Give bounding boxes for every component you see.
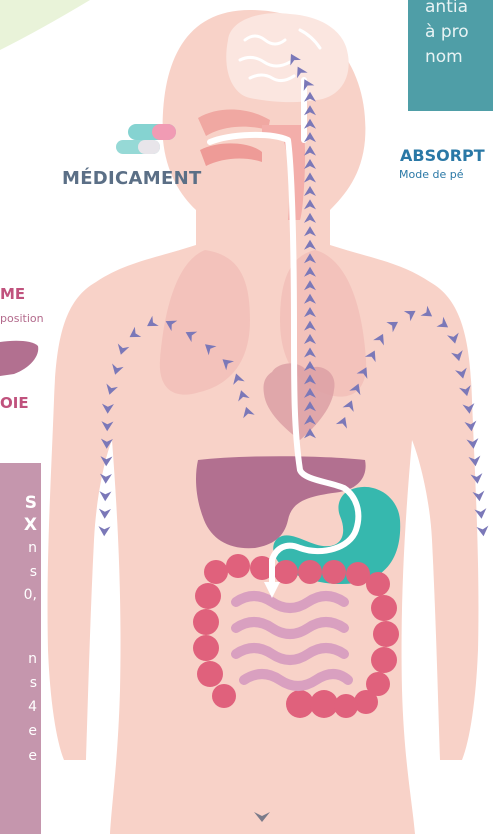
arrow-chevron [476, 526, 489, 537]
side-panel-text: e [28, 748, 37, 764]
side-panel-text: e [28, 723, 37, 739]
absorption-subtitle: Mode de pé [399, 168, 463, 181]
liver-label: OIE [0, 394, 29, 412]
absorption-title: ABSORPT [400, 146, 485, 165]
arrow-chevron [99, 509, 111, 519]
corner-shape [0, 0, 90, 50]
liver-thumbnail-icon [0, 341, 38, 376]
info-line: à pro [425, 22, 469, 42]
side-panel-heading: S [25, 493, 37, 513]
side-panel-text: 0, [24, 587, 37, 603]
metabolism-title: ME [0, 285, 25, 303]
info-box: antia à pro nom [408, 0, 493, 111]
side-panel-text: s [30, 675, 37, 691]
arrow-chevron [100, 474, 112, 484]
arrow-chevron [98, 526, 110, 536]
medicament-label: MÉDICAMENT [62, 168, 202, 189]
side-panel-heading: X [24, 515, 37, 535]
side-panel-text: n [28, 540, 37, 556]
metabolism-subtitle: position [0, 312, 44, 325]
side-panel: S X n s 0, n s 4 e e [0, 463, 41, 834]
info-line: antia [425, 0, 468, 17]
arrow-chevron [99, 491, 111, 501]
side-panel-text: s [30, 564, 37, 580]
side-panel-text: 4 [28, 699, 37, 715]
info-line: nom [425, 47, 463, 67]
side-panel-text: n [28, 651, 37, 667]
